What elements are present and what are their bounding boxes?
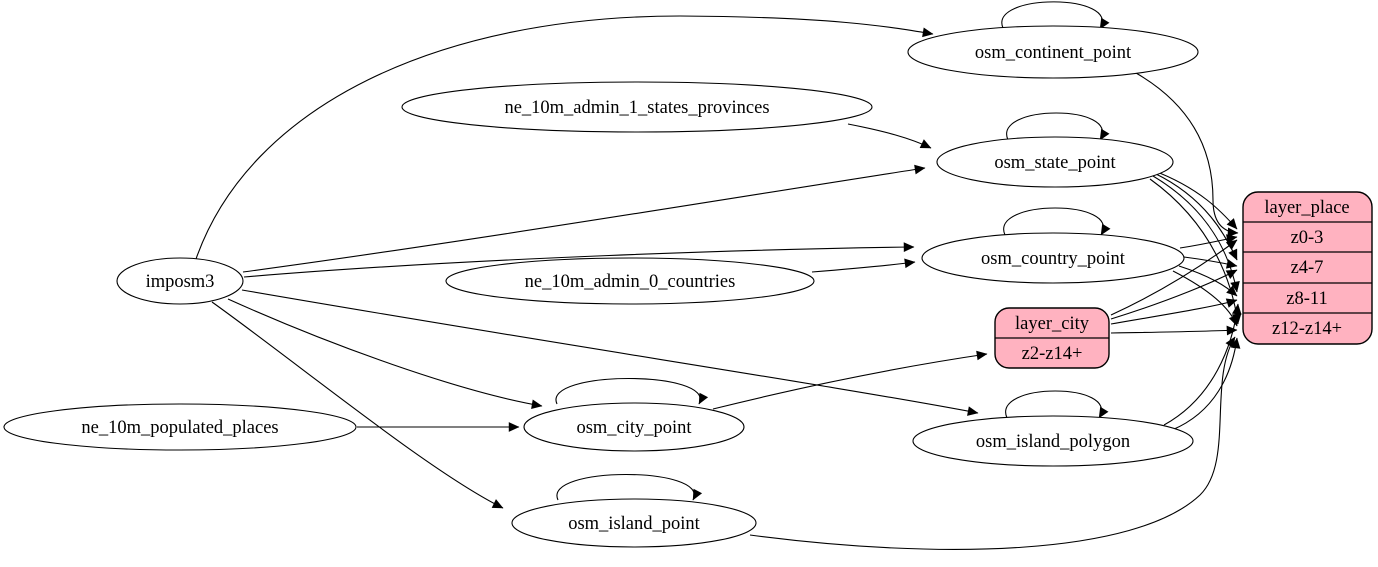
node-osm-city-point: osm_city_point bbox=[523, 402, 745, 452]
edge-osm-city-point-layer-city bbox=[712, 350, 988, 410]
record-layer-place-shape bbox=[1242, 191, 1373, 345]
node-imposm3-shape bbox=[116, 257, 244, 305]
edge-osm-island-polygon-z12-z14 bbox=[1171, 337, 1241, 431]
self-loop-osm-city-point bbox=[555, 377, 709, 405]
self-loop-osm-island-point bbox=[556, 473, 703, 501]
node-imposm3: imposm3 bbox=[116, 257, 244, 305]
edge-layer-city-z0-3 bbox=[1110, 239, 1238, 316]
node-ne-10m-admin-1-states-provinces-label: ne_10m_admin_1_states_provinces bbox=[504, 98, 769, 118]
node-osm-continent-point-shape bbox=[907, 25, 1199, 79]
node-ne-10m-populated-places-label: ne_10m_populated_places bbox=[81, 418, 278, 438]
node-group: imposm3 ne_10m_populated_places ne_10m_a… bbox=[3, 25, 1199, 548]
node-ne-10m-admin-1-states-provinces-shape bbox=[401, 81, 873, 133]
edge-osm-state-point-z8-11 bbox=[1152, 175, 1240, 293]
record-layer-place: layer_place z0-3 z4-7 z8-11 z12-z14+ bbox=[1242, 191, 1373, 345]
record-layer-city-title: layer_city bbox=[1015, 314, 1090, 334]
node-imposm3-label: imposm3 bbox=[146, 272, 215, 292]
node-osm-country-point-label: osm_country_point bbox=[981, 249, 1126, 269]
edge-osm-state-point-z4-7 bbox=[1153, 172, 1238, 261]
node-osm-country-point-shape bbox=[921, 232, 1185, 284]
edge-osm-continent-point-z0-3 bbox=[1135, 72, 1239, 238]
edge-ne10m-admin1-osm-state-point bbox=[847, 123, 932, 149]
self-loop-osm-continent-point bbox=[1001, 1, 1110, 30]
edge-osm-state-point-z0-3 bbox=[1151, 169, 1238, 230]
node-osm-continent-point: osm_continent_point bbox=[907, 25, 1199, 79]
record-layer-place-row-z8-11: z8-11 bbox=[1286, 289, 1327, 309]
edge-osm-country-point-z4-7 bbox=[1183, 256, 1238, 269]
edge-imposm3-osm-state-point bbox=[242, 164, 926, 273]
node-osm-country-point: osm_country_point bbox=[921, 232, 1185, 284]
self-loop-osm-country-point bbox=[1003, 207, 1111, 236]
node-osm-state-point-label: osm_state_point bbox=[994, 153, 1116, 173]
edge-ne10m-admin0-osm-country-point bbox=[811, 258, 916, 273]
self-loop-osm-state-point bbox=[1006, 112, 1110, 141]
edge-layer-city-z8-11 bbox=[1110, 298, 1238, 325]
node-ne-10m-populated-places-shape bbox=[3, 403, 357, 451]
node-osm-state-point: osm_state_point bbox=[936, 136, 1174, 188]
record-layer-city: layer_city z2-z14+ bbox=[994, 307, 1110, 369]
node-osm-city-point-shape bbox=[523, 402, 745, 452]
node-ne-10m-admin-1-states-provinces: ne_10m_admin_1_states_provinces bbox=[401, 81, 873, 133]
node-osm-island-polygon-label: osm_island_polygon bbox=[976, 432, 1130, 452]
node-osm-state-point-shape bbox=[936, 136, 1174, 188]
record-layer-place-row-z4-7: z4-7 bbox=[1291, 258, 1324, 278]
node-osm-island-polygon-shape bbox=[912, 415, 1194, 467]
edge-imposm3-osm-continent-point bbox=[195, 15, 934, 260]
node-osm-island-point-label: osm_island_point bbox=[568, 514, 700, 534]
edge-layer-city-z4-7 bbox=[1110, 269, 1238, 320]
self-loop-osm-island-polygon bbox=[1005, 390, 1109, 419]
edge-layer-city-z12-z14 bbox=[1110, 325, 1238, 336]
node-osm-city-point-label: osm_city_point bbox=[576, 418, 692, 438]
record-layer-place-title: layer_place bbox=[1264, 198, 1349, 218]
edge-imposm3-osm-island-point bbox=[211, 301, 504, 509]
edge-imposm3-osm-island-polygon bbox=[241, 289, 979, 416]
node-ne-10m-admin-0-countries-shape bbox=[445, 257, 815, 305]
edge-imposm3-osm-city-point bbox=[227, 298, 543, 410]
edge-osm-country-point-z8-11 bbox=[1178, 265, 1238, 297]
edge-osm-country-point-z0-3 bbox=[1179, 234, 1238, 249]
node-osm-continent-point-label: osm_continent_point bbox=[975, 43, 1132, 63]
record-layer-place-row-z12-z14: z12-z14+ bbox=[1272, 319, 1342, 339]
node-ne-10m-populated-places: ne_10m_populated_places bbox=[3, 403, 357, 451]
edge-osm-island-point-z12-z14 bbox=[749, 336, 1236, 550]
edge-imposm3-osm-country-point bbox=[243, 242, 915, 278]
node-ne-10m-admin-0-countries-label: ne_10m_admin_0_countries bbox=[525, 272, 736, 292]
node-osm-island-point-shape bbox=[511, 498, 757, 548]
node-osm-island-point: osm_island_point bbox=[511, 498, 757, 548]
record-layer-city-row-z2-z14: z2-z14+ bbox=[1022, 344, 1083, 364]
node-osm-island-polygon: osm_island_polygon bbox=[912, 415, 1194, 467]
record-layer-place-row-z0-3: z0-3 bbox=[1291, 228, 1324, 248]
node-ne-10m-admin-0-countries: ne_10m_admin_0_countries bbox=[445, 257, 815, 305]
edge-osm-island-polygon-z8-11 bbox=[1163, 303, 1242, 426]
edge-group bbox=[195, 1, 1242, 550]
